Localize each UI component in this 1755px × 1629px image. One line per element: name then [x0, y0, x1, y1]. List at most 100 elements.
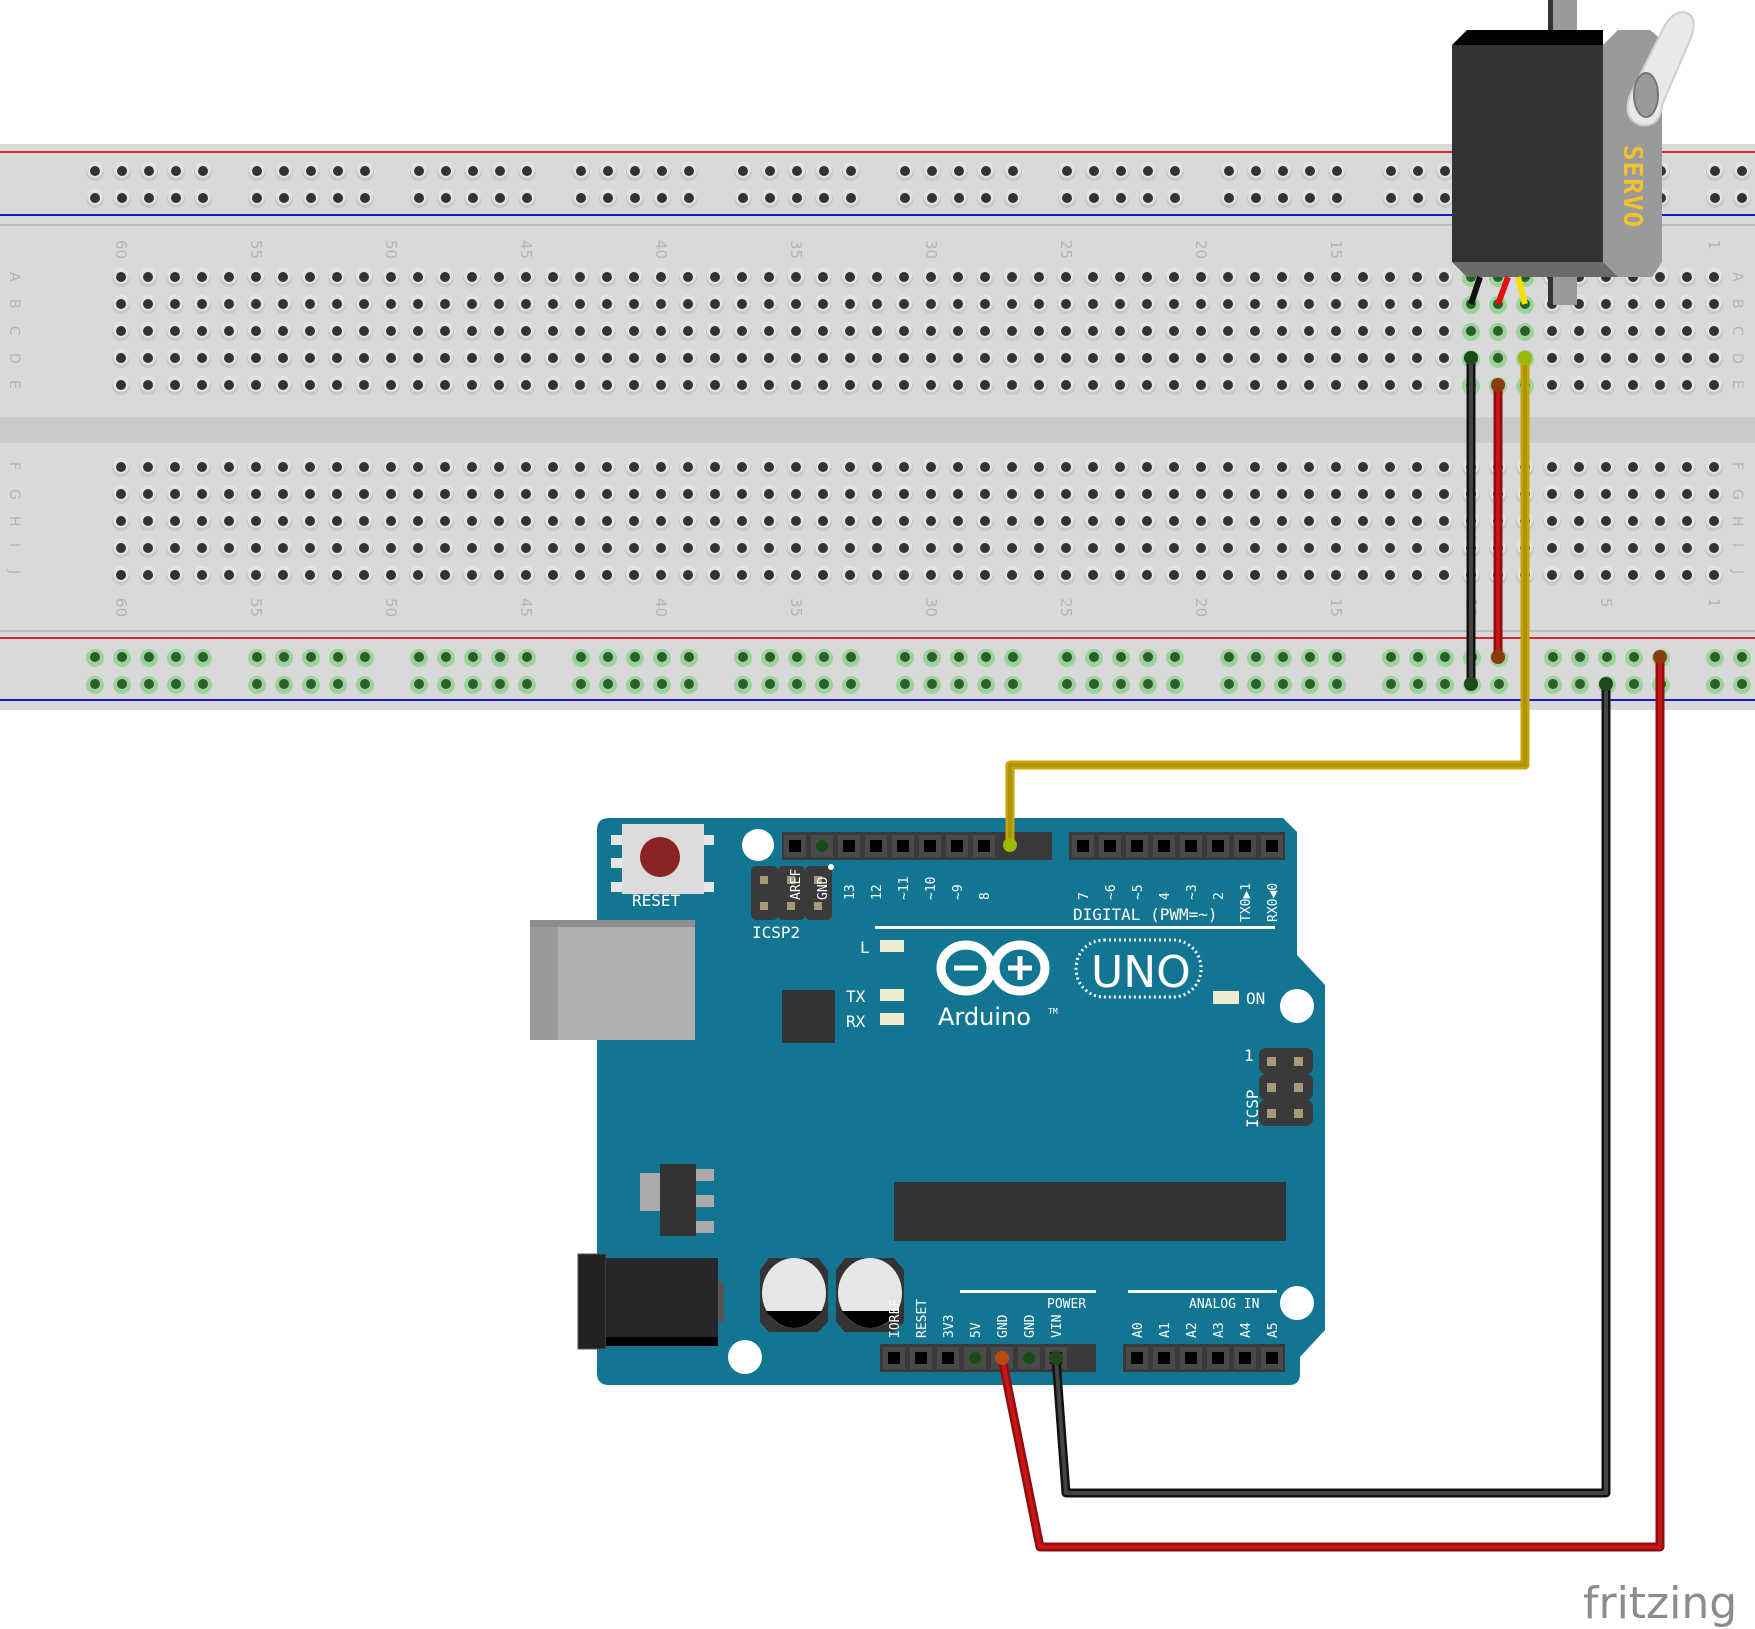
breadboard-hole[interactable] — [1543, 322, 1561, 341]
breadboard-hole[interactable] — [301, 376, 319, 395]
breadboard-hole[interactable] — [301, 485, 319, 504]
breadboard-hole-connected[interactable] — [1301, 675, 1319, 694]
header-pin[interactable] — [892, 835, 914, 857]
breadboard-hole[interactable] — [733, 485, 751, 504]
breadboard-hole[interactable] — [220, 539, 238, 558]
breadboard-hole[interactable] — [301, 295, 319, 314]
breadboard-hole[interactable] — [220, 349, 238, 368]
breadboard-hole[interactable] — [437, 189, 455, 208]
breadboard-hole[interactable] — [301, 349, 319, 368]
breadboard-hole[interactable] — [1597, 295, 1615, 314]
breadboard-hole[interactable] — [1408, 322, 1426, 341]
breadboard-hole[interactable] — [652, 295, 670, 314]
breadboard-hole[interactable] — [139, 376, 157, 395]
breadboard-hole[interactable] — [1624, 349, 1642, 368]
breadboard-hole[interactable] — [139, 295, 157, 314]
breadboard-hole[interactable] — [274, 458, 292, 477]
breadboard-hole[interactable] — [409, 268, 427, 287]
breadboard-hole[interactable] — [544, 539, 562, 558]
breadboard-hole[interactable] — [1246, 458, 1264, 477]
breadboard-hole-connected[interactable] — [1625, 648, 1643, 667]
breadboard-hole[interactable] — [895, 485, 913, 504]
breadboard-hole[interactable] — [787, 566, 805, 585]
breadboard-hole[interactable] — [950, 162, 968, 181]
breadboard-hole[interactable] — [1354, 566, 1372, 585]
breadboard-hole-connected[interactable] — [302, 648, 320, 667]
breadboard-hole[interactable] — [1436, 189, 1454, 208]
breadboard-hole[interactable] — [1543, 485, 1561, 504]
breadboard-hole-connected[interactable] — [248, 675, 266, 694]
breadboard-hole[interactable] — [193, 349, 211, 368]
breadboard-hole[interactable] — [815, 162, 833, 181]
breadboard-hole[interactable] — [1030, 566, 1048, 585]
breadboard-hole[interactable] — [815, 189, 833, 208]
breadboard-hole[interactable] — [1408, 539, 1426, 558]
breadboard-hole[interactable] — [1165, 376, 1183, 395]
breadboard-hole[interactable] — [787, 376, 805, 395]
breadboard-hole[interactable] — [1246, 268, 1264, 287]
breadboard-hole[interactable] — [679, 566, 697, 585]
breadboard-hole[interactable] — [1327, 539, 1345, 558]
breadboard-hole[interactable] — [787, 349, 805, 368]
breadboard-hole[interactable] — [1138, 322, 1156, 341]
breadboard-hole[interactable] — [166, 539, 184, 558]
breadboard-hole[interactable] — [518, 189, 536, 208]
breadboard-hole[interactable] — [382, 512, 400, 531]
breadboard-hole[interactable] — [680, 189, 698, 208]
breadboard-hole[interactable] — [463, 485, 481, 504]
breadboard-hole[interactable] — [1003, 322, 1021, 341]
breadboard-hole[interactable] — [760, 322, 778, 341]
breadboard-hole[interactable] — [1003, 376, 1021, 395]
breadboard-hole[interactable] — [490, 376, 508, 395]
breadboard-hole-connected[interactable] — [1328, 675, 1346, 694]
breadboard-hole-connected[interactable] — [680, 648, 698, 667]
breadboard-hole[interactable] — [1624, 322, 1642, 341]
breadboard-hole[interactable] — [760, 539, 778, 558]
breadboard-hole[interactable] — [247, 268, 265, 287]
breadboard-hole-connected[interactable] — [1544, 675, 1562, 694]
breadboard-hole[interactable] — [868, 376, 886, 395]
breadboard-hole[interactable] — [868, 485, 886, 504]
header-pin[interactable] — [1126, 835, 1148, 857]
breadboard-hole[interactable] — [274, 322, 292, 341]
breadboard-hole[interactable] — [194, 162, 212, 181]
breadboard-hole[interactable] — [625, 512, 643, 531]
breadboard-hole[interactable] — [571, 512, 589, 531]
breadboard-hole[interactable] — [409, 349, 427, 368]
breadboard-hole-connected[interactable] — [788, 648, 806, 667]
breadboard-hole-connected[interactable] — [1706, 675, 1724, 694]
breadboard-hole[interactable] — [868, 566, 886, 585]
breadboard-hole[interactable] — [625, 458, 643, 477]
breadboard-hole[interactable] — [409, 485, 427, 504]
breadboard-hole-connected[interactable] — [167, 675, 185, 694]
breadboard-hole[interactable] — [571, 539, 589, 558]
breadboard-hole[interactable] — [841, 512, 859, 531]
breadboard-hole[interactable] — [1057, 458, 1075, 477]
breadboard-hole[interactable] — [572, 162, 590, 181]
breadboard-hole-connected[interactable] — [1274, 675, 1292, 694]
breadboard-hole[interactable] — [1138, 458, 1156, 477]
breadboard-hole-connected[interactable] — [1247, 648, 1265, 667]
header-pin[interactable] — [865, 835, 887, 857]
breadboard-hole[interactable] — [328, 566, 346, 585]
breadboard-hole[interactable] — [652, 566, 670, 585]
breadboard-hole[interactable] — [86, 162, 104, 181]
breadboard-hole[interactable] — [760, 295, 778, 314]
breadboard-hole[interactable] — [301, 566, 319, 585]
breadboard-hole[interactable] — [598, 458, 616, 477]
breadboard-hole[interactable] — [1382, 189, 1400, 208]
breadboard-hole[interactable] — [112, 349, 130, 368]
breadboard-hole[interactable] — [544, 349, 562, 368]
header-pin[interactable] — [1180, 835, 1202, 857]
breadboard-hole[interactable] — [1733, 162, 1751, 181]
header-pin[interactable] — [910, 1347, 932, 1369]
breadboard-hole[interactable] — [1165, 566, 1183, 585]
breadboard-hole[interactable] — [193, 376, 211, 395]
breadboard-hole-connected[interactable] — [626, 648, 644, 667]
breadboard-hole-connected[interactable] — [167, 648, 185, 667]
breadboard-hole[interactable] — [841, 458, 859, 477]
breadboard-hole[interactable] — [1273, 512, 1291, 531]
breadboard-hole[interactable] — [814, 268, 832, 287]
breadboard-hole[interactable] — [922, 485, 940, 504]
breadboard-hole[interactable] — [625, 268, 643, 287]
